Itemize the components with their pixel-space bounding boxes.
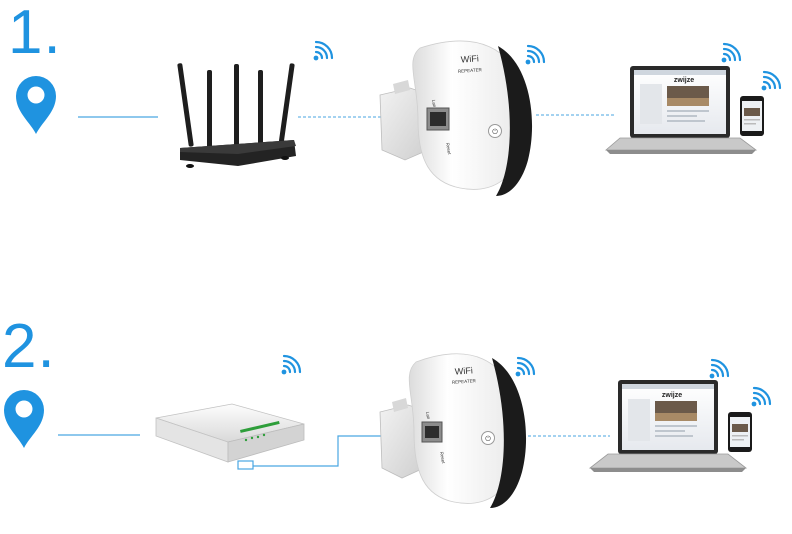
wifi-signal-icon (312, 40, 334, 62)
repeater-reset-label: Reset (439, 451, 446, 464)
wifi-signal-icon (720, 42, 742, 64)
step-1-number: 1. (8, 0, 62, 67)
smartphone-device (740, 96, 764, 136)
repeater-model-text: REPEATER (458, 67, 483, 74)
wifi-signal-icon (524, 44, 546, 66)
wifi-signal-icon (750, 386, 772, 408)
site-logo-text: zwijze (662, 392, 682, 399)
step-2-row: ⏻ WiFi REPEATER Lan Reset zwijze (4, 353, 772, 508)
wifi-signal-icon (708, 358, 730, 380)
svg-text:⏻: ⏻ (492, 128, 498, 136)
laptop-device: zwijze (588, 380, 748, 472)
svg-text:⏻: ⏻ (485, 435, 491, 443)
site-logo-text: zwijze (674, 77, 694, 84)
repeater-reset-label: Reset (445, 142, 452, 155)
wifi-signal-icon (280, 354, 302, 376)
repeater-port-label: Lan (431, 99, 437, 108)
step-1-row: ⏻ WiFi REPEATER Lan Reset zwijze (16, 40, 782, 196)
wireless-router (177, 63, 296, 168)
ethernet-port-marker (237, 460, 254, 470)
wifi-repeater: ⏻ WiFi REPEATER Lan Reset (379, 353, 527, 508)
wired-router (155, 403, 305, 463)
location-pin-icon (16, 76, 56, 134)
location-pin-icon (4, 390, 44, 448)
repeater-brand-text: WiFi (454, 365, 473, 376)
laptop-device: zwijze (604, 66, 758, 154)
repeater-model-text: REPEATER (452, 378, 477, 385)
smartphone-device (728, 412, 752, 452)
step-2-number: 2. (2, 312, 56, 381)
wifi-signal-icon (760, 70, 782, 92)
wifi-signal-icon (514, 356, 536, 378)
repeater-brand-text: WiFi (460, 53, 479, 64)
repeater-port-label: Lan (425, 411, 431, 420)
wifi-repeater: ⏻ WiFi REPEATER Lan Reset (379, 40, 533, 196)
